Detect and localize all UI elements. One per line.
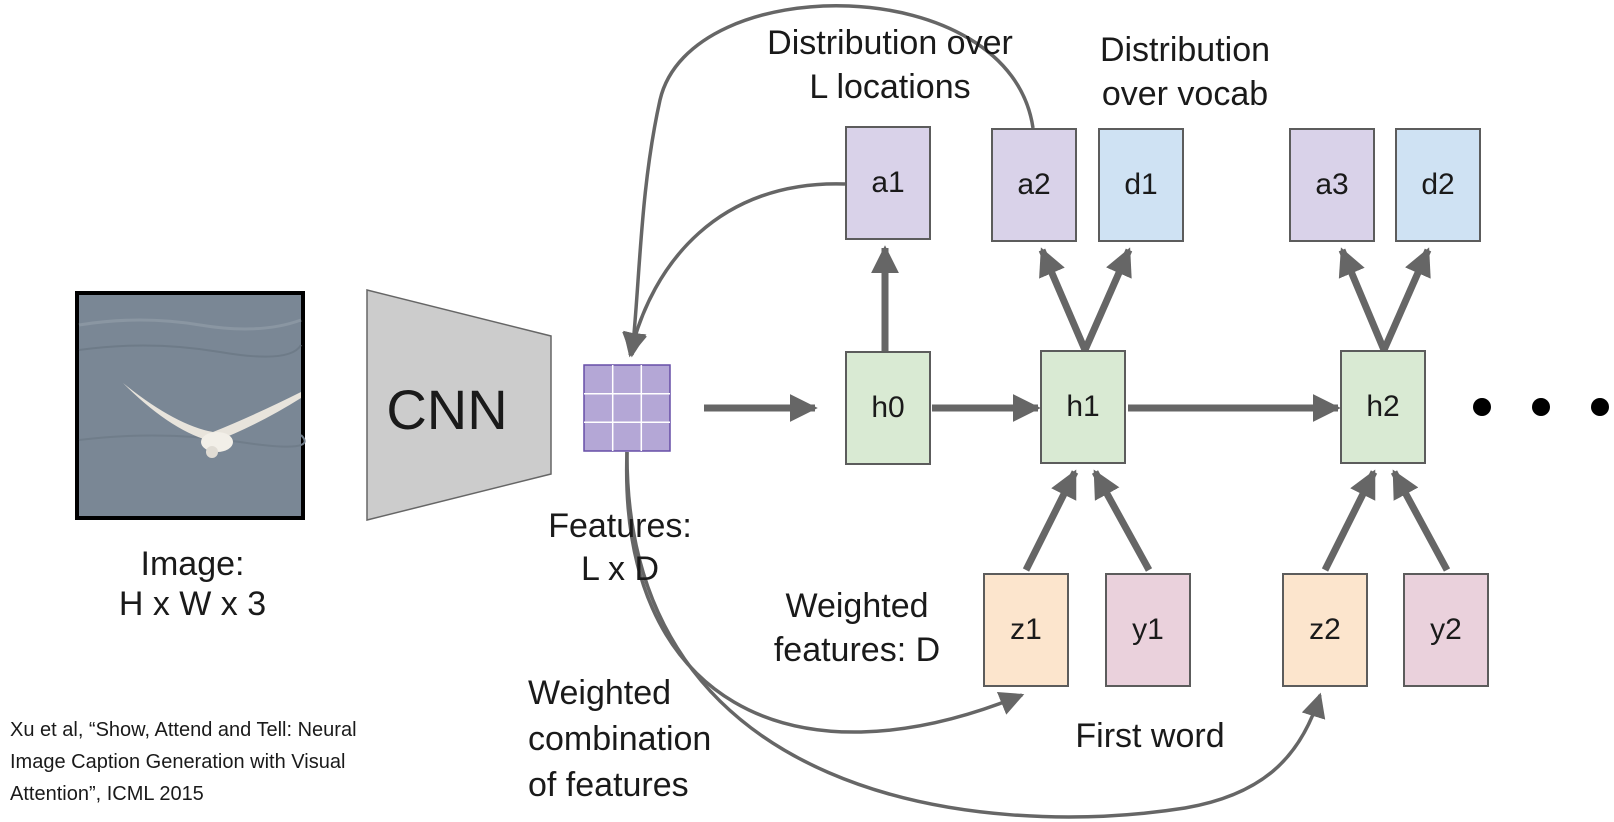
arrow-a1-to-features (623, 182, 846, 358)
arrow-a2-to-features (622, 4, 1035, 358)
node-d2: d2 (1395, 128, 1481, 242)
features-label-line2: L x D (580, 549, 660, 588)
arrow-features-to-z1 (624, 451, 1025, 734)
dist-locations-label: Distribution over L locations (730, 21, 1050, 109)
node-y1: y1 (1105, 573, 1191, 687)
node-y2: y2 (1403, 573, 1489, 687)
node-d1: d1 (1098, 128, 1184, 242)
arrow-y2-to-h2 (1390, 469, 1451, 572)
arrow-z1-to-h1 (1022, 469, 1079, 572)
ellipsis-dots (1473, 398, 1609, 416)
citation: Xu et al, “Show, Attend and Tell: Neural… (10, 714, 430, 810)
weighted-comb-line3: of features (528, 766, 689, 805)
dist-locations-line1: Distribution over (767, 24, 1013, 62)
dist-vocab-line1: Distribution (1099, 31, 1271, 69)
node-z2: z2 (1282, 573, 1368, 687)
image-label-line1: Image: (140, 545, 245, 583)
weighted-combination-label: Weighted combination of features (528, 670, 768, 809)
first-word-label: First word (1075, 717, 1225, 755)
arrow-y1-to-h1 (1091, 469, 1153, 572)
weighted-comb-line2: combination (528, 720, 712, 759)
image-label-line2: H x W x 3 (118, 585, 267, 624)
weighted-features-line2: features: D (773, 631, 941, 670)
feature-grid (583, 364, 671, 452)
weighted-features-label: Weighted features: D (752, 584, 962, 672)
node-h1: h1 (1040, 350, 1126, 464)
weighted-comb-line1: Weighted (528, 674, 672, 712)
dist-vocab-label: Distribution over vocab (1065, 28, 1305, 116)
node-z1: z1 (983, 573, 1069, 687)
cnn-label: CNN (386, 378, 508, 441)
image-label: Image: H x W x 3 (80, 544, 305, 624)
node-a1: a1 (845, 126, 931, 240)
features-label-line1: Features: (548, 507, 692, 545)
arrow-h1-to-a2 (1038, 247, 1089, 352)
features-label: Features: L x D (520, 505, 720, 590)
arrow-h2-to-d2 (1380, 247, 1432, 352)
arrow-features-to-z2 (625, 451, 1326, 819)
arrow-h1-to-d1 (1081, 247, 1133, 352)
dist-vocab-line2: over vocab (1101, 75, 1269, 114)
node-a2: a2 (991, 128, 1077, 242)
citation-line3: Attention”, ICML 2015 (10, 783, 204, 805)
node-h2: h2 (1340, 350, 1426, 464)
weighted-features-line1: Weighted (785, 587, 929, 625)
arrow-z2-to-h2 (1321, 469, 1378, 572)
node-h0: h0 (845, 351, 931, 465)
node-a3: a3 (1289, 128, 1375, 242)
citation-line2: Image Caption Generation with Visual (10, 751, 346, 773)
cnn-trapezoid (366, 289, 552, 521)
bird-photo (75, 291, 306, 520)
dist-locations-line2: L locations (809, 68, 971, 107)
citation-line1: Xu et al, “Show, Attend and Tell: Neural (10, 719, 357, 741)
arrow-h2-to-a3 (1338, 247, 1388, 352)
